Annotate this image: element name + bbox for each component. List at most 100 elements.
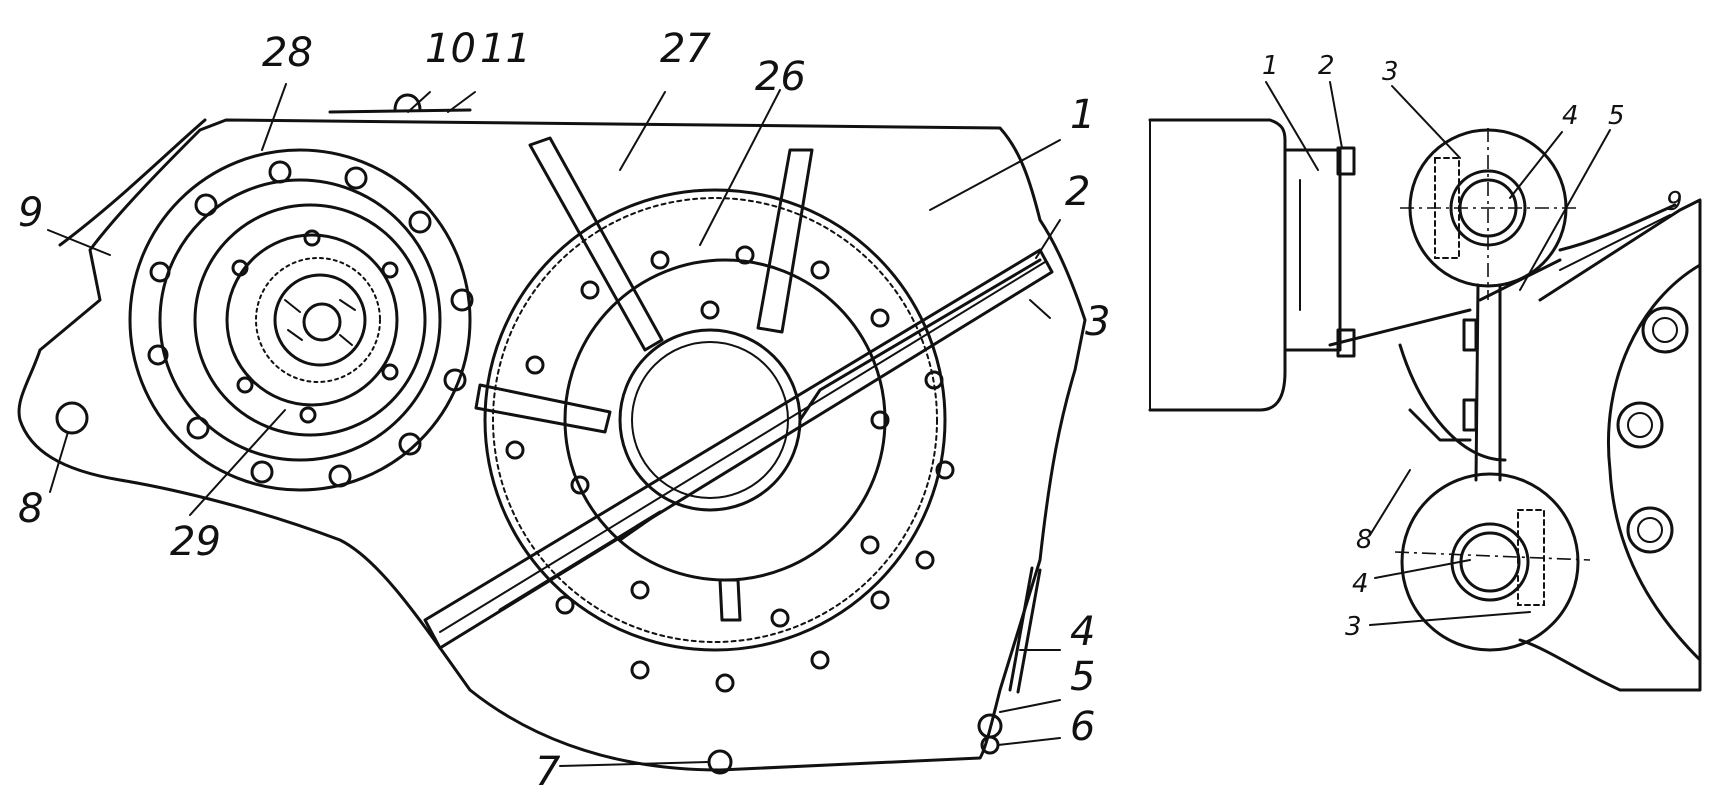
upper-bracket (1434, 157, 1460, 259)
leader-line (49, 431, 69, 493)
leader-line (929, 139, 1061, 211)
leader-lines-right (1265, 81, 1671, 626)
leader-line (997, 737, 1061, 746)
leader-line (407, 91, 431, 113)
bolt (147, 344, 169, 366)
bolt (381, 261, 399, 279)
rib-upper-left (528, 136, 664, 352)
leader-line (999, 699, 1061, 713)
callout-label: 9 (18, 190, 43, 236)
leader-line (1329, 81, 1343, 149)
bolt (810, 650, 830, 670)
bolt (580, 280, 600, 300)
breather-cover (328, 93, 472, 114)
callout-label: 5 (1608, 101, 1625, 131)
diagonal-strap (423, 248, 1054, 650)
callout-label: 2 (1318, 51, 1335, 81)
callout-label: 4 (1562, 101, 1579, 131)
housing-outline (17, 118, 1087, 772)
lower-pin (1450, 522, 1530, 602)
callout-label: 6 (1070, 704, 1095, 750)
bolt (700, 300, 720, 320)
bolt (935, 460, 955, 480)
bolt (408, 210, 432, 234)
bolt (236, 376, 254, 394)
callout-label: 10 (425, 26, 476, 72)
callout-label: 29 (170, 519, 221, 565)
callout-label: 4 (1070, 609, 1095, 655)
flange-ring-3 (225, 233, 399, 407)
bearing-ring (255, 257, 381, 383)
bolt (328, 464, 352, 488)
rib-left (474, 383, 612, 434)
bolt (810, 260, 830, 280)
leader-line (1265, 81, 1319, 171)
bolt (250, 460, 274, 484)
bolt (870, 308, 890, 328)
flange-ring-2 (193, 203, 427, 437)
bolt-head (1336, 146, 1356, 176)
bolt (735, 245, 755, 265)
callout-label: 26 (755, 54, 806, 100)
leader-line (1369, 611, 1531, 626)
callout-label: 8 (18, 486, 43, 532)
bolt (268, 160, 292, 184)
bolt (194, 193, 218, 217)
link-rod (1474, 283, 1502, 482)
rib-bottom (718, 578, 742, 622)
left-view: 1 2 3 4 5 6 7 8 9 10 11 26 27 28 29 (17, 26, 1110, 795)
wheel-bolt (1641, 306, 1689, 354)
housing-top-flange (58, 118, 207, 247)
bolt (344, 166, 368, 190)
drive-flange-outer (483, 188, 947, 652)
leader-line (1391, 85, 1461, 159)
hull-curve (1398, 343, 1507, 462)
lower-block (1408, 408, 1472, 442)
callout-label: 3 (1382, 57, 1399, 87)
lower-bracket (1517, 509, 1545, 606)
bolt (630, 580, 650, 600)
callout-label: 9 (1666, 187, 1683, 217)
leader-line (261, 83, 287, 151)
body-block (1148, 118, 1287, 412)
wheel-bolt (1616, 401, 1664, 449)
strap-lower-arm (498, 510, 662, 612)
leader-line (1509, 131, 1563, 199)
bolt (630, 660, 650, 680)
bolt (398, 432, 422, 456)
leader-line (1559, 214, 1671, 271)
leader-line (559, 761, 709, 767)
bolt (770, 608, 790, 628)
bolt (870, 410, 890, 430)
bolt (299, 406, 317, 424)
callout-label: 27 (660, 26, 711, 72)
link-clamp (1462, 318, 1478, 352)
bracket-plate (1283, 148, 1342, 352)
callout-label: 11 (480, 26, 531, 72)
callout-label: 4 (1352, 569, 1369, 599)
callout-label: 7 (535, 749, 561, 795)
flange-inner-ring (158, 178, 442, 462)
link-to-hull (1328, 258, 1562, 347)
leader-line (1035, 219, 1061, 259)
bolt (450, 288, 474, 312)
bolt (525, 355, 545, 375)
leader-line (447, 91, 476, 113)
leader-line (189, 409, 286, 516)
bolt (443, 368, 467, 392)
bolt (860, 535, 880, 555)
mounting-hole (55, 401, 89, 435)
bolt (149, 261, 171, 283)
shaft-bore (302, 302, 342, 342)
callout-label: 28 (262, 30, 313, 76)
callout-label: 5 (1070, 654, 1095, 700)
leader-line (1369, 469, 1411, 536)
wheel-bolt (1626, 506, 1674, 554)
drive-flange-inner (563, 258, 887, 582)
flange-outer (128, 148, 472, 492)
callout-label: 1 (1070, 92, 1095, 138)
leader-line (619, 91, 666, 171)
lower-eye (1400, 472, 1580, 652)
bolt (715, 673, 735, 693)
bolt (570, 475, 590, 495)
